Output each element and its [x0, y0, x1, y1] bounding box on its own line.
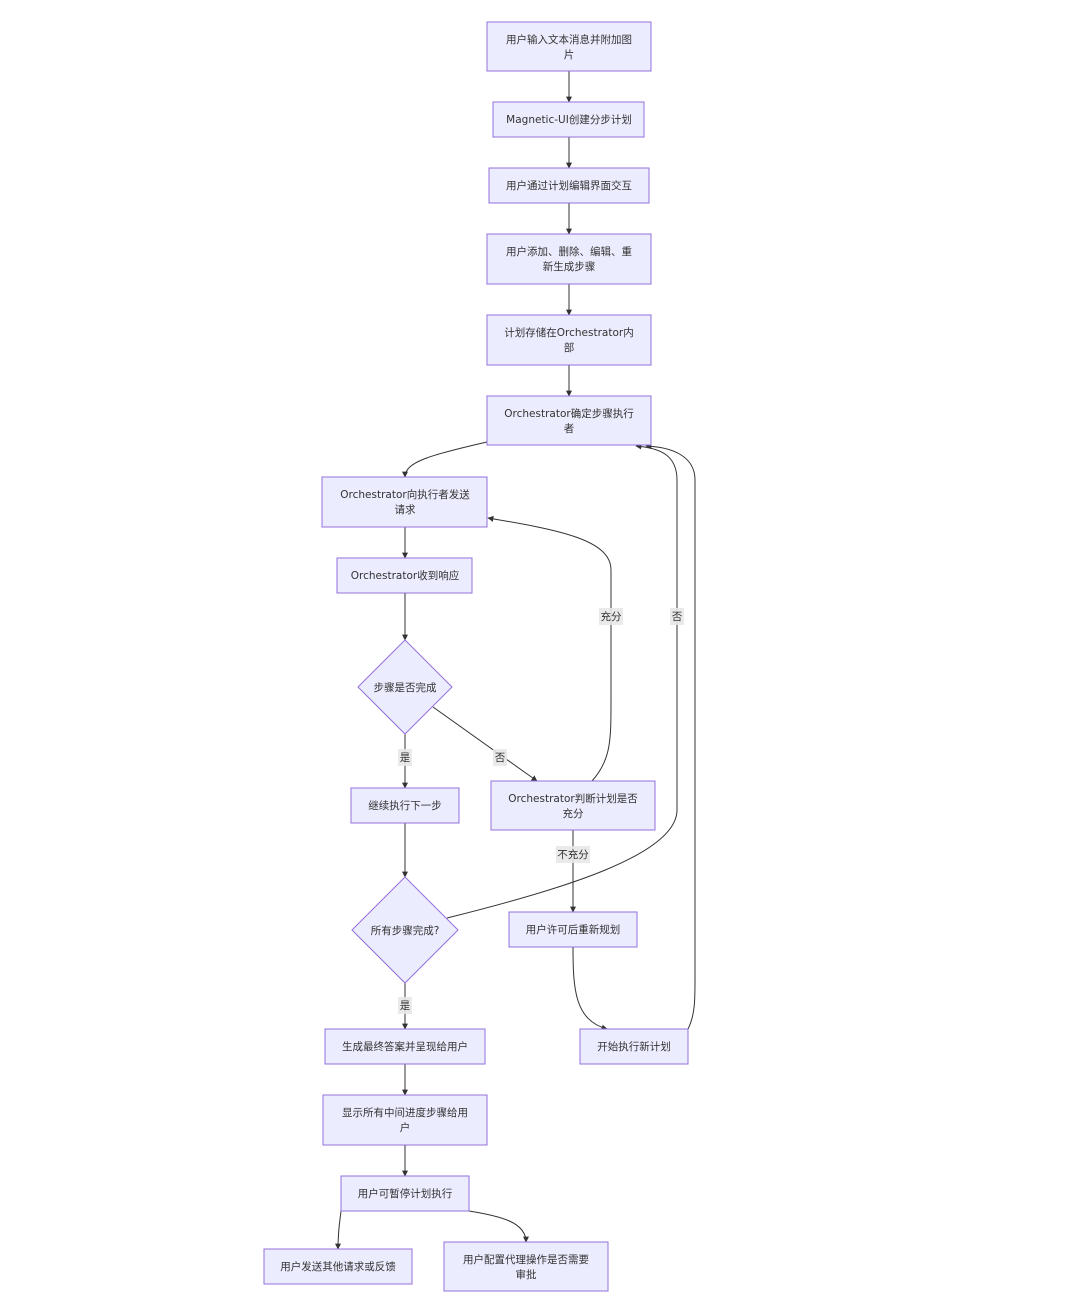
node-judge-plan-line-1: Orchestrator判断计划是否: [508, 792, 638, 805]
node-send-request-line-2: 请求: [395, 503, 416, 516]
node-final-answer-line-1: 生成最终答案并呈现给用户: [342, 1040, 468, 1053]
edge-label-no1: 否: [493, 749, 507, 766]
node-pause-plan: 用户可暂停计划执行: [340, 1175, 470, 1212]
nodes: 用户输入文本消息并附加图 片 Magnetic-UI创建分步计划 用户通过计划编…: [263, 21, 689, 1292]
node-show-progress-line-1: 显示所有中间进度步骤给用: [342, 1106, 468, 1119]
node-send-feedback: 用户发送其他请求或反馈: [263, 1248, 413, 1285]
node-show-progress-line-2: 户: [400, 1121, 411, 1134]
edge-d1-n10: [432, 706, 538, 782]
node-send-request-line-1: Orchestrator向执行者发送: [340, 488, 470, 501]
node-user-input-line-1: 用户输入文本消息并附加图: [506, 33, 632, 46]
edge-label-yes2-text: 是: [400, 1000, 411, 1012]
node-new-plan: 开始执行新计划: [579, 1028, 689, 1065]
edge-label-sufficient: 充分: [599, 608, 623, 625]
node-determine-executor: Orchestrator确定步骤执行 者: [486, 395, 652, 446]
node-configure-approval-line-2: 审批: [516, 1268, 537, 1281]
node-edit-steps-line-2: 新生成步骤: [543, 260, 596, 273]
node-user-input: 用户输入文本消息并附加图 片: [486, 21, 652, 72]
node-final-answer: 生成最终答案并呈现给用户: [324, 1028, 486, 1065]
node-determine-executor-line-2: 者: [564, 423, 575, 435]
decision-step-complete-text: 步骤是否完成: [374, 681, 437, 694]
decision-all-steps-complete-text: 所有步骤完成?: [371, 924, 440, 937]
node-pause-plan-line-1: 用户可暂停计划执行: [358, 1187, 453, 1200]
edge-n15-n17: [468, 1210, 529, 1243]
node-plan-stored-line-2: 部: [564, 341, 575, 354]
node-configure-approval: 用户配置代理操作是否需要 审批: [443, 1241, 609, 1292]
edge-label-no-right-text: 否: [672, 611, 683, 623]
node-create-plan: Magnetic-UI创建分步计划: [492, 101, 645, 138]
edge-label-insufficient: 不充分: [556, 846, 590, 863]
node-receive-response: Orchestrator收到响应: [336, 557, 473, 594]
node-continue-next: 继续执行下一步: [350, 787, 460, 824]
node-judge-plan: Orchestrator判断计划是否 充分: [490, 780, 656, 831]
edge-n15-n16: [335, 1210, 342, 1250]
node-replan: 用户许可后重新规划: [508, 911, 638, 948]
node-plan-edit-ui: 用户通过计划编辑界面交互: [488, 167, 650, 204]
edge-label-yes2: 是: [398, 997, 412, 1014]
edge-label-insufficient-text: 不充分: [557, 848, 589, 861]
edge-labels: 充分 否 是 否 不充分 是: [398, 608, 684, 1014]
node-user-input-line-2: 片: [564, 48, 575, 61]
edge-n11-n13: [572, 946, 608, 1031]
node-plan-stored: 计划存储在Orchestrator内 部: [486, 314, 652, 366]
edge-n13-n6: [645, 443, 696, 1030]
node-plan-edit-ui-line-1: 用户通过计划编辑界面交互: [506, 179, 632, 192]
node-new-plan-line-1: 开始执行新计划: [597, 1040, 671, 1053]
node-judge-plan-line-2: 充分: [563, 807, 584, 820]
edge-n6-n7: [402, 441, 488, 478]
node-send-feedback-line-1: 用户发送其他请求或反馈: [280, 1260, 396, 1273]
edge-label-sufficient-text: 充分: [601, 610, 622, 623]
node-edit-steps-line-1: 用户添加、删除、编辑、重: [506, 245, 632, 258]
edge-d2-n6: [446, 443, 678, 919]
node-determine-executor-line-1: Orchestrator确定步骤执行: [504, 407, 634, 420]
edge-label-no-right: 否: [670, 608, 684, 625]
decision-all-steps-complete: 所有步骤完成?: [351, 876, 459, 984]
decision-step-complete: 步骤是否完成: [357, 639, 453, 735]
edge-n10-n7: [487, 515, 612, 782]
node-create-plan-line-1: Magnetic-UI创建分步计划: [506, 113, 632, 126]
node-show-progress: 显示所有中间进度步骤给用 户: [322, 1094, 488, 1146]
node-send-request: Orchestrator向执行者发送 请求: [321, 476, 488, 528]
edge-label-yes1: 是: [398, 749, 412, 766]
edges: [335, 71, 696, 1250]
node-continue-next-line-1: 继续执行下一步: [368, 799, 442, 812]
edge-label-yes1-text: 是: [400, 752, 411, 764]
node-configure-approval-line-1: 用户配置代理操作是否需要: [463, 1253, 589, 1266]
edge-label-no1-text: 否: [495, 752, 506, 764]
node-replan-line-1: 用户许可后重新规划: [526, 923, 621, 936]
node-edit-steps: 用户添加、删除、编辑、重 新生成步骤: [486, 233, 652, 285]
node-plan-stored-line-1: 计划存储在Orchestrator内: [504, 326, 633, 339]
node-receive-response-line-1: Orchestrator收到响应: [351, 569, 460, 582]
